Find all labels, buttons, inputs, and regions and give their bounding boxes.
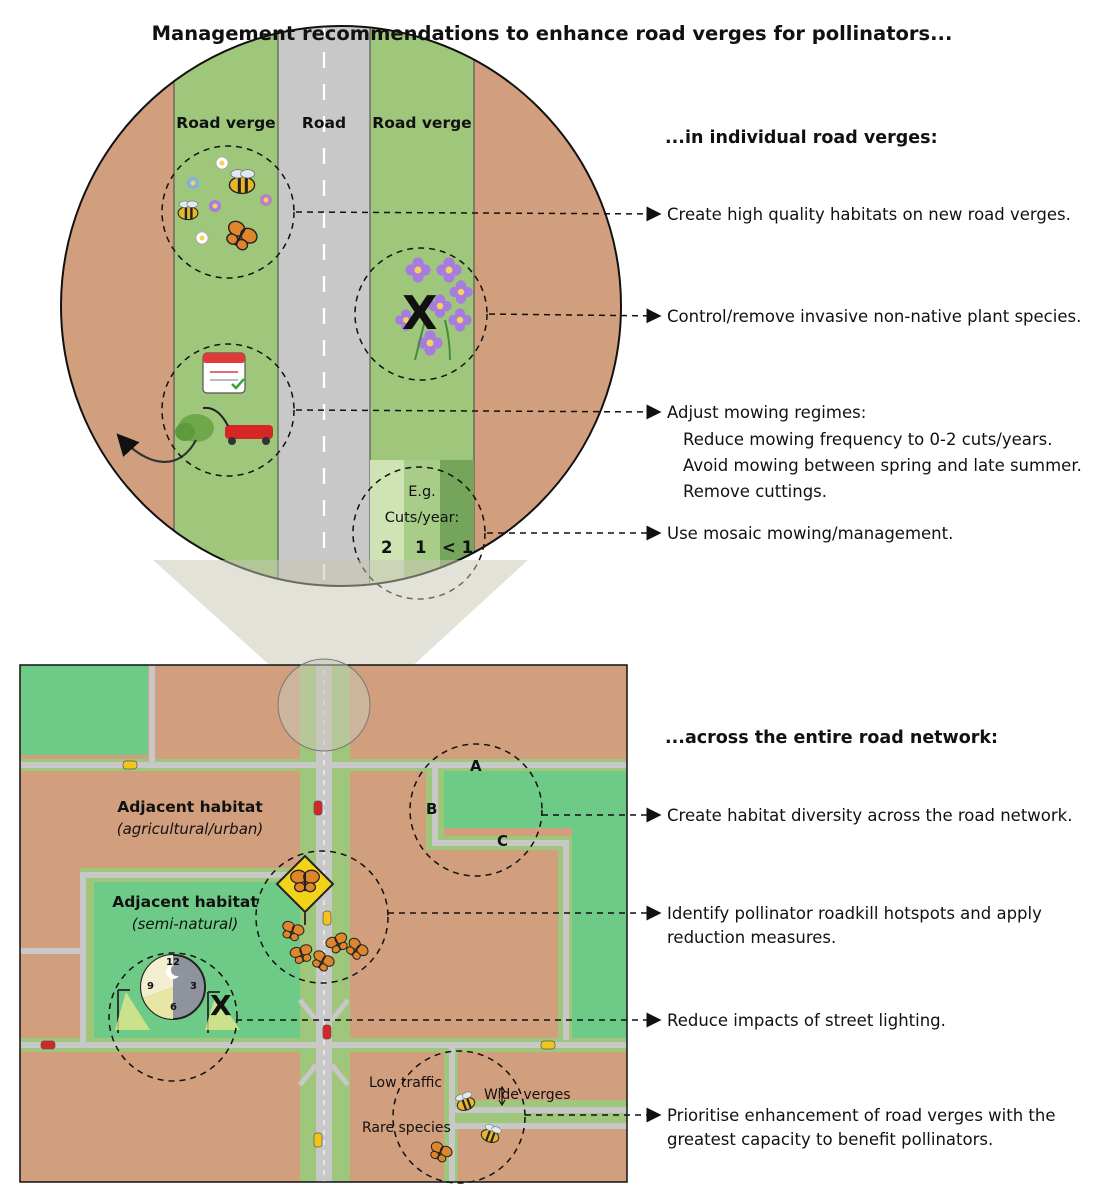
zoom-cone	[153, 560, 528, 705]
label-road: Road	[301, 114, 347, 132]
invasive-dashed-circle	[354, 247, 488, 381]
mosaic-cuts-1: 1	[415, 538, 427, 557]
leader-line-1	[295, 206, 662, 222]
invasive-plants-illustration	[395, 257, 473, 361]
remove-invasive-mark: X	[402, 286, 438, 340]
rec-habitat-diversity: Create habitat diversity across the road…	[667, 806, 1073, 825]
zoom-circle	[60, 25, 622, 587]
verge-letter-b: B	[426, 800, 438, 818]
individual-heading: ...in individual road verges:	[665, 128, 938, 148]
rec-create-habitats: Create high quality habitats on new road…	[667, 205, 1071, 224]
leader-line-3	[295, 404, 662, 420]
roadkill-illustration	[275, 854, 371, 975]
adjacent-habitat-semi-title: Adjacent habitat	[112, 893, 258, 911]
mosaic-eg: E.g.	[408, 484, 436, 500]
rec-roadkill-hotspots: Identify pollinator roadkill hotspots an…	[667, 904, 1042, 923]
rec-adjust-mowing: Adjust mowing regimes:	[667, 403, 867, 422]
clock-number-6: 6	[170, 1002, 177, 1013]
rec-street-lighting: Reduce impacts of street lighting.	[667, 1011, 946, 1030]
clock-number-12: 12	[166, 957, 180, 968]
rec-roadkill-hotspots-cont: reduction measures.	[667, 928, 837, 947]
street-lighting-mark: X	[210, 989, 232, 1022]
zoom-lens	[277, 658, 371, 752]
street-lighting-illustration	[115, 954, 240, 1033]
priority-illustration	[426, 1085, 506, 1165]
label-road-verge-left: Road verge	[176, 114, 276, 132]
wide-verges-label: Wide verges	[484, 1087, 571, 1103]
adjacent-habitat-semi-natural: Adjacent habitat (semi-natural)	[95, 893, 275, 933]
rec-mosaic-mowing: Use mosaic mowing/management.	[667, 524, 954, 543]
adjacent-habitat-agri-title: Adjacent habitat	[117, 798, 263, 816]
verge-letter-a: A	[470, 757, 482, 775]
habitat-illustration	[177, 156, 272, 255]
mowing-detail-frequency: Reduce mowing frequency to 0-2 cuts/year…	[683, 430, 1053, 449]
rare-species-label: Rare species	[362, 1120, 451, 1136]
mowing-detail-timing: Avoid mowing between spring and late sum…	[683, 456, 1082, 475]
mosaic-cuts-2: 2	[381, 538, 393, 557]
habitat-dashed-circle	[161, 145, 295, 279]
low-traffic-label: Low traffic	[369, 1075, 443, 1091]
adjacent-habitat-agri-subtitle: (agricultural/urban)	[116, 820, 264, 838]
mowing-detail-cuttings: Remove cuttings.	[683, 482, 828, 501]
label-road-verge-right: Road verge	[372, 114, 472, 132]
roadkill-dashed-circle	[255, 850, 389, 984]
adjacent-habitat-agricultural: Adjacent habitat (agricultural/urban)	[100, 798, 280, 838]
diversity-dashed-circle	[409, 743, 543, 877]
verge-letter-c: C	[497, 832, 509, 850]
network-heading: ...across the entire road network:	[665, 728, 999, 748]
priority-dashed-circle	[392, 1050, 526, 1184]
mosaic-cuts-label: Cuts/year:	[384, 510, 460, 526]
rec-prioritise-verges: Prioritise enhancement of road verges wi…	[667, 1106, 1056, 1125]
adjacent-habitat-semi-subtitle: (semi-natural)	[131, 915, 239, 933]
rec-prioritise-verges-cont: greatest capacity to benefit pollinators…	[667, 1130, 994, 1149]
rec-control-invasive: Control/remove invasive non-native plant…	[667, 307, 1082, 326]
lighting-dashed-circle	[108, 952, 238, 1082]
clock-number-9: 9	[147, 981, 154, 992]
mowing-dashed-circle	[161, 343, 295, 477]
clock-number-3: 3	[190, 981, 197, 992]
figure-title: Management recommendations to enhance ro…	[151, 22, 953, 45]
mosaic-cuts-less-than-1: < 1	[442, 538, 474, 557]
mowing-illustration	[116, 352, 273, 463]
